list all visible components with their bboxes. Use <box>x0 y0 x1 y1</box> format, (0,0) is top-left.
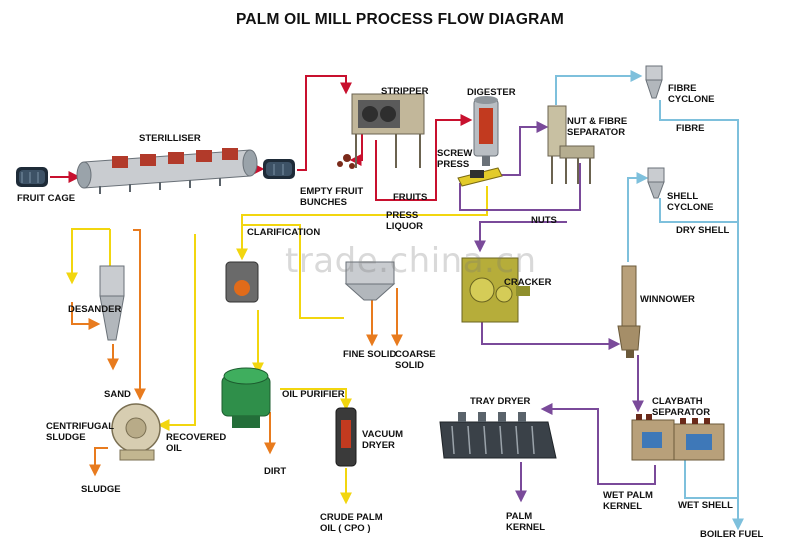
label-vacuum-dryer: VACUUM DRYER <box>362 429 403 451</box>
arrow-to-stripper <box>297 75 352 171</box>
clarification-tank-icon <box>225 261 259 303</box>
arrow-sludge <box>89 447 108 477</box>
label-stripper: STRIPPER <box>381 86 429 97</box>
arrow-to-shell-cyclone <box>627 172 649 262</box>
tray-dryer-icon <box>439 412 557 459</box>
label-screw-press: SCREW PRESS <box>437 148 473 170</box>
label-wet-shell: WET SHELL <box>678 500 733 511</box>
arrow-recovered-oil <box>157 234 196 431</box>
line-fibre-down <box>659 100 739 528</box>
desander-icon <box>99 265 125 341</box>
arrow-fruits-to-digester <box>375 114 473 201</box>
label-dirt: DIRT <box>264 466 287 477</box>
line-wet-shell <box>684 460 738 499</box>
line-clarification-loop <box>242 224 344 319</box>
screw-press-icon <box>457 167 503 187</box>
arrow-press-liquor <box>236 186 488 261</box>
nut-fibre-separator-icon <box>547 105 595 184</box>
solids-flow-lines <box>71 229 403 477</box>
label-palm-kernel: PALM KERNEL <box>506 511 546 533</box>
label-fruit-cage: FRUIT CAGE <box>17 193 76 204</box>
label-press-liquor: PRESS LIQUOR <box>386 210 423 232</box>
claybath-separator-icon <box>631 414 725 461</box>
label-claybath-separator: CLAYBATH SEPARATOR <box>652 396 711 418</box>
label-nuts: NUTS <box>531 215 557 226</box>
label-crude-palm-oil: CRUDE PALM OIL ( CPO ) <box>320 512 383 534</box>
label-boiler-fuel: BOILER FUEL <box>700 529 764 540</box>
label-fibre-cyclone: FIBRE CYCLONE <box>668 83 715 105</box>
arrow-to-vacuum-dryer <box>280 388 352 411</box>
arrow-nuts-to-cracker <box>474 221 567 253</box>
clarifier-icon <box>344 261 396 301</box>
page-title: PALM OIL MILL PROCESS FLOW DIAGRAM <box>236 11 564 28</box>
label-dry-shell: DRY SHELL <box>676 225 730 236</box>
arrow-to-desander <box>66 228 110 285</box>
arrow-to-fibre-cyclone <box>555 70 643 105</box>
centrifugal-sludge-icon <box>111 403 161 461</box>
arrow-sludge-loop <box>133 229 146 401</box>
fibre-cyclone-icon <box>645 65 663 99</box>
label-recovered-oil: RECOVERED OIL <box>166 432 227 454</box>
label-digester: DIGESTER <box>467 87 516 98</box>
label-fibre: FIBRE <box>676 123 705 134</box>
vacuum-dryer-icon <box>335 407 357 467</box>
shell-cyclone-icon <box>647 167 665 199</box>
arrow-desander-out <box>71 302 101 330</box>
cracker-icon <box>461 257 530 323</box>
label-sludge: SLUDGE <box>81 484 121 495</box>
sterilliser-icon <box>76 148 258 194</box>
label-sand: SAND <box>104 389 131 400</box>
fibre-flow-lines <box>555 70 744 531</box>
line-dry-shell <box>659 198 738 223</box>
label-shell-cyclone: SHELL CYCLONE <box>667 191 714 213</box>
label-coarse-solid: COARSE SOLID <box>395 349 436 371</box>
fruit-cage-out-icon <box>263 159 295 179</box>
label-sterilliser: STERILLISER <box>139 133 201 144</box>
label-fruits: FRUITS <box>393 192 428 203</box>
oil-purifier-icon <box>221 367 271 428</box>
stripper-icon <box>337 93 425 169</box>
label-oil-purifier: OIL PURIFIER <box>282 389 345 400</box>
winnower-icon <box>617 265 641 358</box>
label-wet-palm-kernel: WET PALM KERNEL <box>603 490 653 512</box>
watermark: trade.china.cn <box>285 241 537 281</box>
fruit-cage-icon <box>16 167 48 187</box>
label-nut-fibre-separator: NUT & FIBRE SEPARATOR <box>567 116 628 138</box>
arrow-cracker-to-winnower <box>481 322 621 350</box>
label-desander: DESANDER <box>68 304 122 315</box>
label-tray-dryer: TRAY DRYER <box>470 396 531 407</box>
label-fine-solid: FINE SOLID <box>343 349 397 360</box>
label-winnower: WINNOWER <box>640 294 695 305</box>
arrow-screw-to-separator <box>497 121 549 176</box>
label-cracker: CRACKER <box>504 277 552 288</box>
digester-icon <box>473 96 499 166</box>
label-clarification: CLARIFICATION <box>247 227 321 238</box>
arrow-claybath-to-wetpalm <box>540 403 656 485</box>
label-empty-fruit-bunches: EMPTY FRUIT BUNCHES <box>300 186 364 208</box>
label-centrifugal-sludge: CENTRIFUGAL SLUDGE <box>46 421 115 443</box>
